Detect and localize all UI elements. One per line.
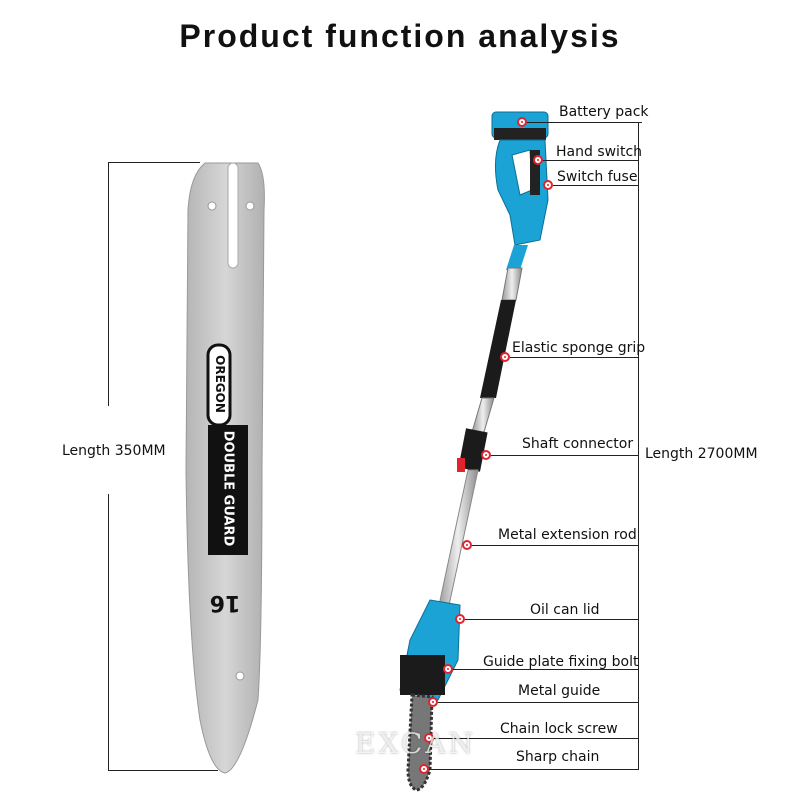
marker-chain-lock-screw — [424, 733, 434, 743]
label-guide-plate-fixing-bolt: Guide plate fixing bolt — [483, 654, 639, 670]
marker-hand-switch — [533, 155, 543, 165]
label-metal-guide: Metal guide — [518, 683, 601, 699]
bar-length-label: Length 350MM — [62, 443, 166, 459]
leader-sharp-chain — [429, 769, 638, 770]
bar-length-bracket-top — [108, 162, 200, 163]
marker-metal-extension-rod — [462, 540, 472, 550]
marker-elastic-sponge-grip — [500, 352, 510, 362]
leader-elastic-sponge-grip — [510, 357, 638, 358]
leader-oil-can-lid — [465, 619, 638, 620]
marker-shaft-connector — [481, 450, 491, 460]
bar-length-bracket-bottom — [108, 770, 218, 771]
marker-guide-plate-fixing-bolt — [443, 664, 453, 674]
bar-length-bracket-vertical — [108, 162, 109, 406]
label-metal-extension-rod: Metal extension rod — [498, 527, 637, 543]
label-battery-pack: Battery pack — [559, 104, 649, 120]
tool-length-bracket-vertical — [638, 122, 639, 770]
page-title: Product function analysis — [179, 18, 621, 54]
leader-metal-extension-rod — [472, 545, 638, 546]
guide-bar-slot — [227, 162, 239, 269]
marker-metal-guide — [428, 697, 438, 707]
marker-oil-can-lid — [455, 614, 465, 624]
leader-metal-guide — [438, 702, 638, 703]
label-hand-switch: Hand switch — [556, 144, 643, 160]
label-elastic-sponge-grip: Elastic sponge grip — [512, 340, 646, 356]
tool-length-label: Length 2700MM — [645, 446, 758, 462]
model-band — [208, 425, 248, 555]
watermark: EXCAN — [355, 727, 477, 760]
marker-battery-pack — [517, 117, 527, 127]
label-chain-lock-screw: Chain lock screw — [500, 721, 618, 737]
leader-hand-switch — [543, 160, 638, 161]
label-oil-can-lid: Oil can lid — [530, 602, 600, 618]
bar-length-bracket-vertical-lower — [108, 494, 109, 770]
leader-battery-pack — [527, 122, 642, 123]
leader-guide-plate-fixing-bolt — [453, 669, 638, 670]
marker-sharp-chain — [419, 764, 429, 774]
label-switch-fuse: Switch fuse — [557, 169, 638, 185]
leader-chain-lock-screw — [434, 738, 638, 739]
label-shaft-connector: Shaft connector — [522, 436, 634, 452]
marker-switch-fuse — [543, 180, 553, 190]
leader-shaft-connector — [491, 455, 638, 456]
label-sharp-chain: Sharp chain — [516, 749, 600, 765]
leader-switch-fuse — [553, 185, 638, 186]
